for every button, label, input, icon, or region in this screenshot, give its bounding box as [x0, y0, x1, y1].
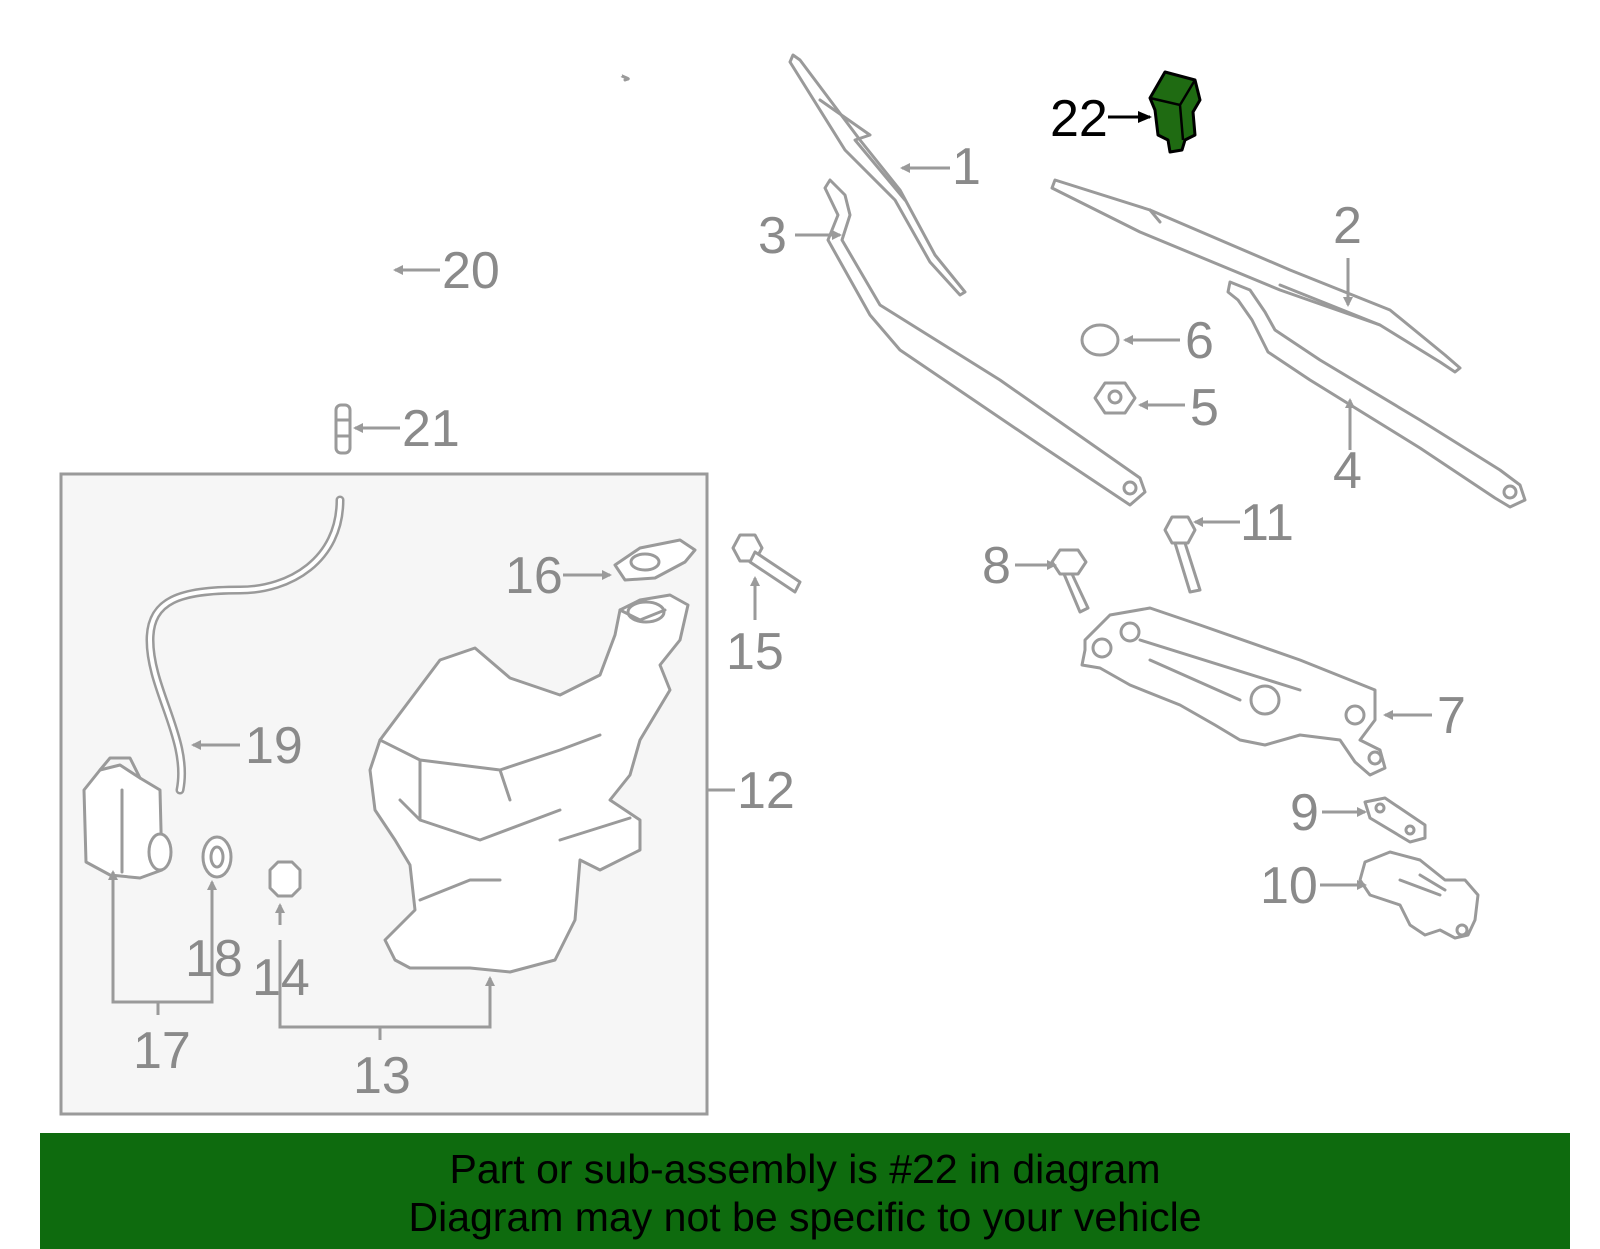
label-16: 16 [505, 547, 563, 605]
label-3: 3 [758, 207, 787, 265]
callout-labels: 1 2 3 4 5 6 7 8 9 10 11 12 13 14 15 16 1… [133, 90, 1466, 1105]
grommet-18-part [201, 835, 233, 879]
label-4: 4 [1333, 442, 1362, 500]
grommet-14-part [268, 860, 302, 898]
label-8: 8 [982, 537, 1011, 595]
hose-connector-part [334, 403, 352, 455]
nut-part [1093, 381, 1137, 415]
label-18: 18 [185, 930, 243, 988]
wiper-arm-right-part [1226, 280, 1527, 509]
o-ring-part [1080, 323, 1120, 357]
label-10: 10 [1260, 857, 1318, 915]
wiper-blade-right-part [1050, 178, 1462, 374]
label-5: 5 [1190, 379, 1219, 437]
label-9: 9 [1290, 784, 1319, 842]
label-2: 2 [1333, 197, 1362, 255]
banner-line-1: Part or sub-assembly is #22 in diagram [449, 1146, 1161, 1192]
label-20: 20 [442, 242, 500, 300]
washer-hose-part [336, 29, 630, 390]
label-11: 11 [1240, 494, 1294, 552]
label-15: 15 [726, 623, 784, 681]
label-13: 13 [353, 1047, 411, 1105]
label-14: 14 [252, 949, 310, 1007]
bolt-11-part [1163, 515, 1202, 594]
wiper-blade-left-part [788, 53, 967, 297]
label-22: 22 [1050, 90, 1108, 148]
pivot-cap-highlighted-part [1148, 70, 1202, 154]
leader-lines [108, 163, 1432, 1040]
label-21: 21 [402, 400, 460, 458]
label-17: 17 [133, 1022, 191, 1080]
label-19: 19 [245, 717, 303, 775]
label-1: 1 [952, 138, 981, 196]
label-6: 6 [1185, 312, 1214, 370]
washer-pump-part [82, 756, 173, 880]
bolt-8-part [1050, 548, 1090, 614]
label-12: 12 [737, 762, 795, 820]
label-7: 7 [1437, 687, 1466, 745]
washer-reservoir-part [368, 593, 690, 974]
bolt-15-part [731, 533, 802, 594]
bracket-part [1363, 796, 1427, 844]
wiper-linkage-part [1080, 606, 1387, 777]
wiper-arm-left-part [823, 178, 1147, 507]
wiper-motor-part [1358, 850, 1480, 940]
reservoir-hose-part [145, 495, 345, 795]
part-info-banner: Part or sub-assembly is #22 in diagram D… [40, 1133, 1570, 1249]
banner-line-2: Diagram may not be specific to your vehi… [408, 1194, 1202, 1240]
filler-cap-part [613, 538, 697, 582]
